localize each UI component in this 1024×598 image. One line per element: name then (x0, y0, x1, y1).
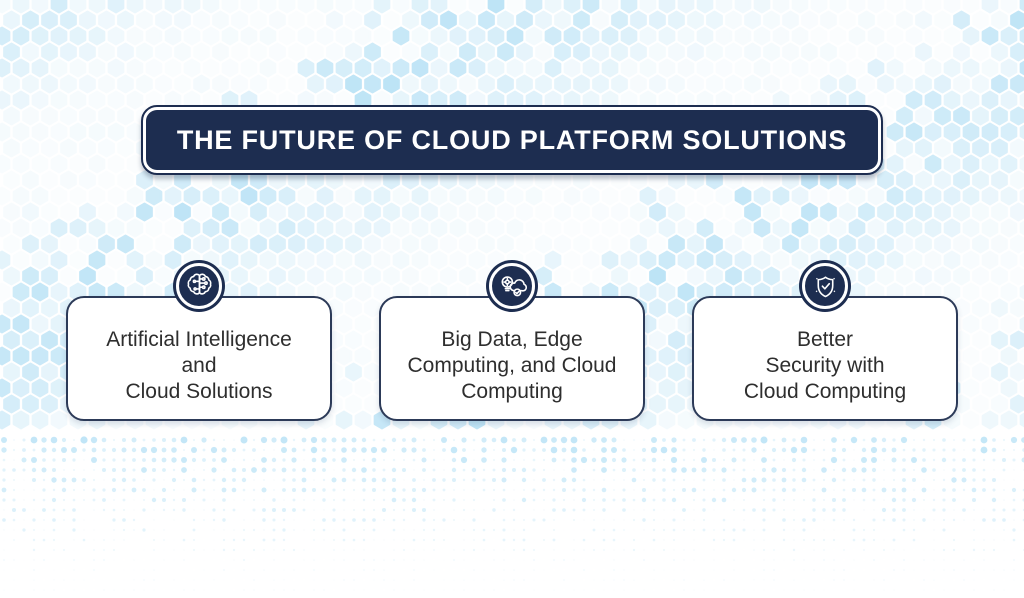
card-title-line: Artificial Intelligence (106, 327, 292, 351)
title-banner-inner: THE FUTURE OF CLOUD PLATFORM SOLUTIONS (146, 110, 878, 170)
card-title-line: Computing (461, 379, 563, 403)
big-data-cloud-icon (489, 263, 535, 309)
big-data-cloud-icon-glyph (496, 270, 529, 303)
title-banner: THE FUTURE OF CLOUD PLATFORM SOLUTIONS (141, 105, 883, 175)
card-title-line: Computing, and Cloud (407, 353, 617, 377)
card-title-line: and (181, 353, 217, 377)
card-title: Artificial Intelligence and Cloud Soluti… (106, 327, 292, 405)
ai-brain-icon-glyph (183, 270, 216, 303)
card-artificial-intelligence: Artificial Intelligence and Cloud Soluti… (66, 263, 332, 421)
card-title-line: Better (796, 327, 853, 351)
card-title-line: Security with (765, 353, 885, 377)
page-title: THE FUTURE OF CLOUD PLATFORM SOLUTIONS (176, 124, 848, 155)
card-title: Better Security with Cloud Computing (744, 327, 906, 405)
card-big-data-edge-cloud: Big Data, Edge Computing, and Cloud Comp… (379, 263, 645, 421)
security-shield-icon-glyph (815, 270, 835, 303)
card-title-line: Big Data, Edge (441, 327, 583, 351)
card-title-line: Cloud Solutions (125, 379, 273, 403)
security-shield-icon (802, 263, 848, 309)
ai-brain-icon (176, 263, 222, 309)
card-security-cloud: Better Security with Cloud Computing (692, 263, 958, 421)
card-title-line: Cloud Computing (743, 379, 907, 403)
cards-row: Artificial Intelligence and Cloud Soluti… (0, 263, 1024, 421)
card-title: Big Data, Edge Computing, and Cloud Comp… (408, 327, 617, 405)
